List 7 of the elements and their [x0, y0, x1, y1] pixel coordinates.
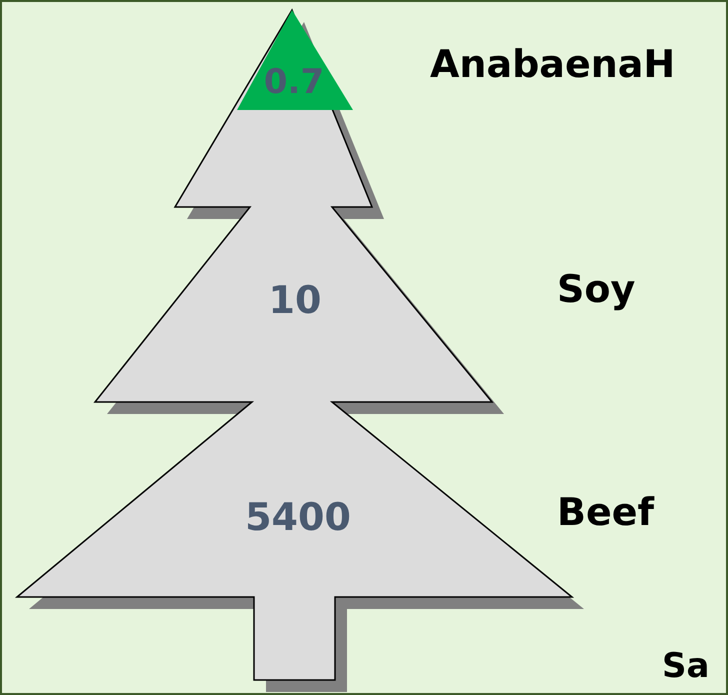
category-label: Soy: [557, 267, 636, 311]
value-label: 5400: [245, 495, 351, 539]
category-label: AnabaenaH: [430, 42, 676, 86]
category-label: Beef: [557, 490, 654, 534]
category-label: Sa: [662, 646, 710, 686]
value-label: 10: [268, 278, 322, 322]
value-label: 0.7: [264, 62, 324, 102]
